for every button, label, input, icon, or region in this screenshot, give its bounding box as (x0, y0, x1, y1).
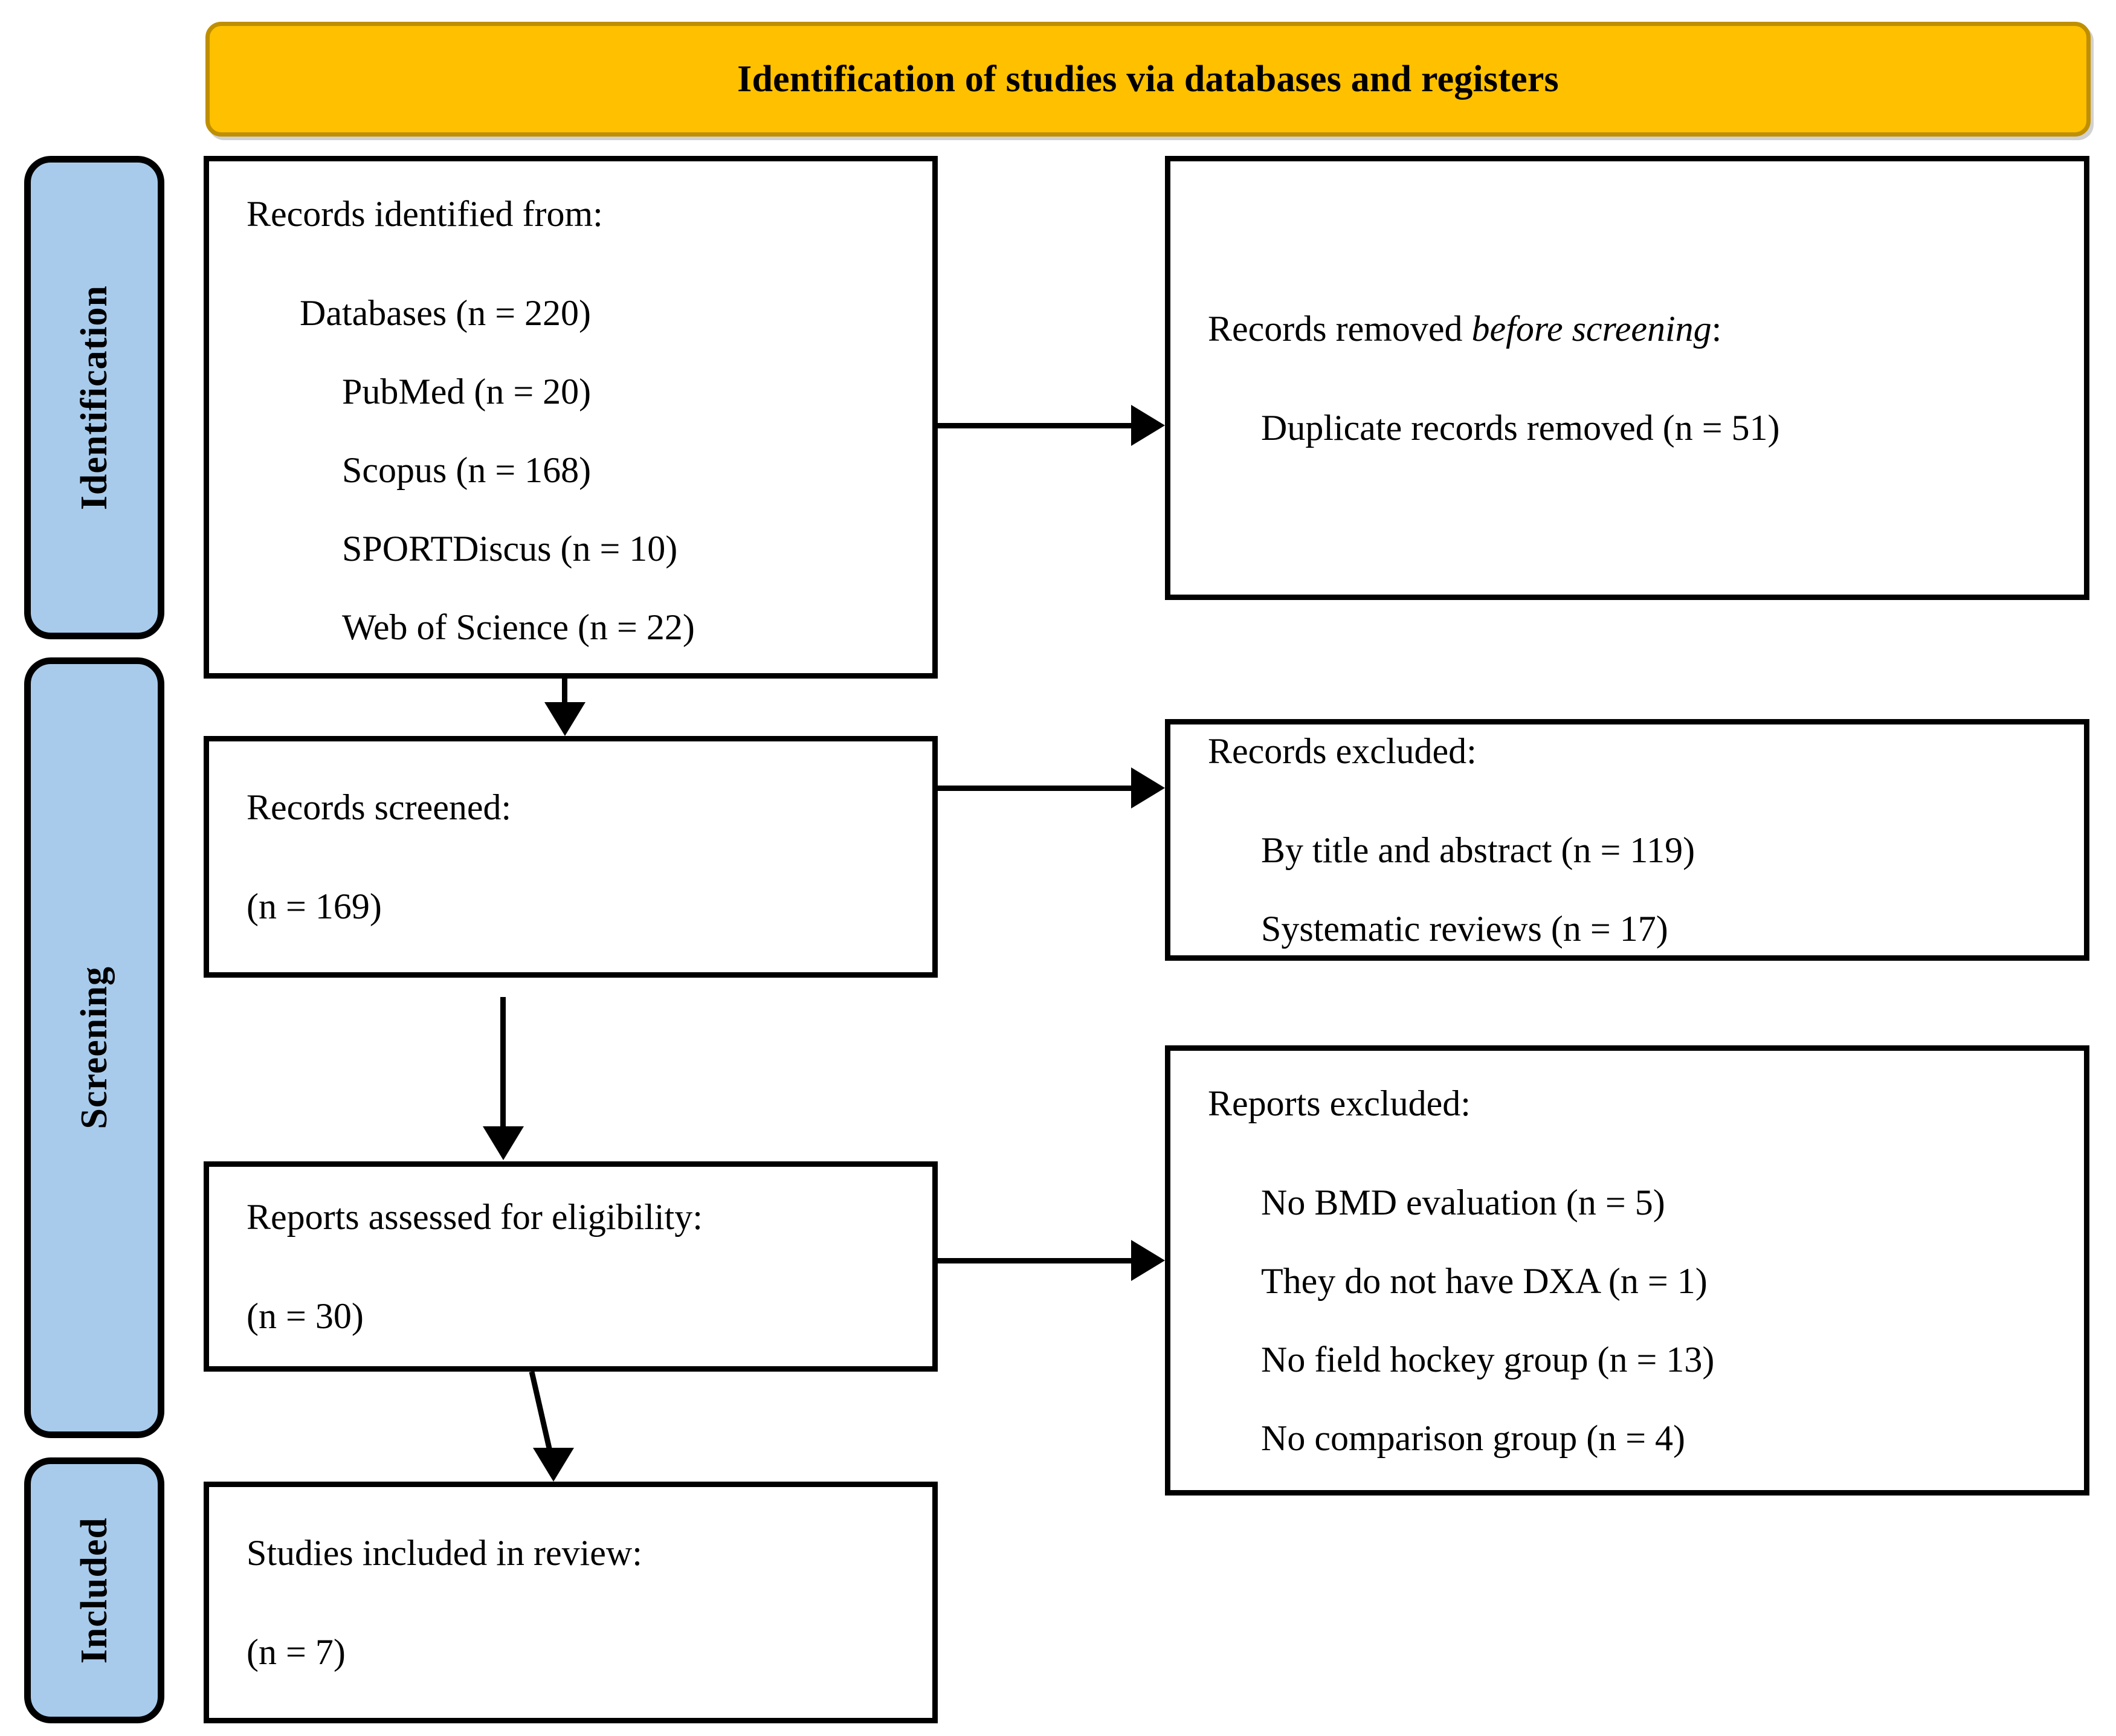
connector-assessed-to-reports-excluded (938, 1258, 1131, 1263)
records-removed-heading: Records removed before screening: (1170, 311, 2084, 347)
box-records-excluded: Records excluded: By title and abstract … (1165, 719, 2089, 961)
connector-screened-to-excluded (938, 786, 1131, 791)
box-records-screened: Records screened: (n = 169) (204, 736, 938, 978)
header-banner: Identification of studies via databases … (205, 22, 2091, 137)
box-reports-assessed: Reports assessed for eligibility: (n = 3… (204, 1161, 938, 1372)
box-studies-included: Studies included in review: (n = 7) (204, 1482, 938, 1723)
studies-included-heading: Studies included in review: (247, 1533, 642, 1573)
arrow-right-screened-to-excluded (1131, 767, 1165, 808)
records-identified-item-pubmed: PubMed (n = 20) (342, 371, 592, 411)
studies-included-count: (n = 7) (247, 1632, 346, 1672)
records-removed-heading-plain: Records removed (1208, 308, 1472, 349)
records-identified-item-databases: Databases (n = 220) (300, 292, 592, 333)
records-removed-heading-tail: : (1711, 308, 1722, 349)
box-records-removed: Records removed before screening: Duplic… (1165, 156, 2089, 600)
records-identified-item-scopus: Scopus (n = 168) (342, 450, 592, 490)
reports-excluded-heading: Reports excluded: (1208, 1083, 1471, 1123)
stage-label-identification: Identification (73, 285, 115, 511)
connector-assessed-to-included (529, 1372, 554, 1457)
connector-assessed-to-included-line (529, 1372, 554, 1457)
stage-pill-screening: Screening (24, 657, 164, 1438)
records-removed-item-duplicates: Duplicate records removed (n = 51) (1261, 407, 1780, 448)
reports-excluded-item-no-comparison: No comparison group (n = 4) (1261, 1418, 1686, 1458)
arrow-down-screened-to-assessed (483, 1126, 524, 1160)
reports-excluded-item-no-bmd: No BMD evaluation (n = 5) (1261, 1182, 1665, 1222)
box-reports-excluded: Reports excluded: No BMD evaluation (n =… (1165, 1045, 2089, 1496)
reports-assessed-count: (n = 30) (247, 1296, 364, 1336)
records-removed-heading-italic: before screening (1471, 308, 1712, 349)
reports-excluded-item-no-field-hockey: No field hockey group (n = 13) (1261, 1339, 1715, 1379)
records-screened-count: (n = 169) (247, 886, 382, 926)
connector-identified-to-removed (938, 423, 1131, 428)
records-excluded-item-systematic-reviews: Systematic reviews (n = 17) (1261, 909, 1668, 949)
records-identified-item-sportdiscus: SPORTDiscus (n = 10) (342, 528, 678, 569)
records-excluded-heading: Records excluded: (1208, 731, 1477, 771)
arrow-right-assessed-to-reports-excluded (1131, 1240, 1165, 1281)
arrow-down-assessed-to-included (533, 1448, 574, 1482)
reports-excluded-item-no-dxa: They do not have DXA (n = 1) (1261, 1260, 1708, 1301)
reports-assessed-heading: Reports assessed for eligibility: (247, 1197, 703, 1237)
records-screened-heading: Records screened: (247, 787, 512, 827)
stage-label-screening: Screening (73, 966, 115, 1129)
stage-pill-identification: Identification (24, 156, 164, 639)
arrow-right-identified-to-removed (1131, 405, 1165, 446)
stage-label-included: Included (73, 1517, 115, 1664)
connector-screened-to-assessed (500, 997, 506, 1129)
stage-pill-included: Included (24, 1457, 164, 1723)
records-identified-item-web-of-science: Web of Science (n = 22) (342, 607, 695, 647)
header-banner-title: Identification of studies via databases … (737, 58, 1559, 100)
records-excluded-item-title-abstract: By title and abstract (n = 119) (1261, 830, 1695, 870)
records-identified-heading: Records identified from: (247, 193, 603, 234)
connector-identified-to-screened (562, 679, 567, 704)
box-records-identified: Records identified from: Databases (n = … (204, 156, 938, 679)
arrow-down-identified-to-screened (544, 702, 585, 736)
